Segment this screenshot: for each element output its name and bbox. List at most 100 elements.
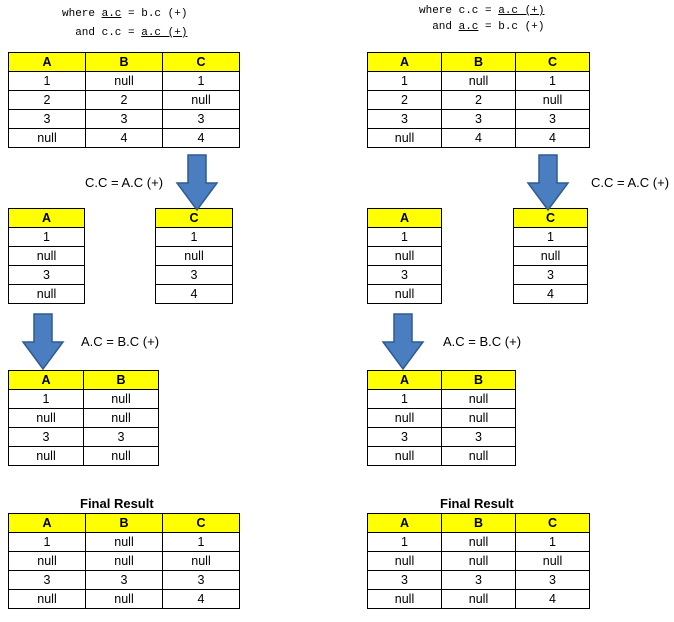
right-final-title: Final Result	[440, 496, 514, 511]
table-cell: null	[83, 408, 159, 428]
header-cell: A	[367, 370, 442, 390]
header-cell: A	[8, 52, 86, 72]
table-cell: null	[85, 532, 163, 552]
table-cell: null	[513, 246, 588, 266]
table-cell: 3	[83, 427, 159, 447]
table-row: 3	[367, 265, 442, 285]
table-header-row: A	[367, 208, 442, 228]
right-down-arrow-1	[526, 154, 570, 212]
table-cell: 1	[367, 227, 442, 247]
table-row: 1	[155, 227, 233, 247]
header-cell: A	[8, 208, 85, 228]
table-cell: 1	[513, 227, 588, 247]
table-cell: 1	[367, 389, 442, 409]
table-cell: null	[441, 446, 516, 466]
header-cell: B	[441, 52, 516, 72]
table-cell: 1	[8, 71, 86, 91]
header-cell: A	[8, 370, 84, 390]
table-row: null	[8, 284, 85, 304]
table-cell: 4	[515, 589, 590, 609]
table-cell: null	[8, 128, 86, 148]
header-cell: C	[162, 513, 240, 533]
table-cell: null	[8, 589, 86, 609]
table-cell: 1	[8, 227, 85, 247]
table-row: 1	[367, 227, 442, 247]
table-cell: null	[8, 408, 84, 428]
table-cell: null	[85, 551, 163, 571]
table-row: null	[367, 284, 442, 304]
table-cell: null	[441, 71, 516, 91]
table-cell: 3	[8, 570, 86, 590]
table-cell: 3	[85, 570, 163, 590]
table-cell: 3	[8, 427, 84, 447]
table-cell: 3	[367, 109, 442, 129]
table-header-row: C	[513, 208, 588, 228]
left-step2-label: A.C = B.C (+)	[81, 334, 160, 349]
table-cell: 1	[367, 71, 442, 91]
table-cell: null	[8, 446, 84, 466]
header-cell: C	[162, 52, 240, 72]
table-cell: 4	[515, 128, 590, 148]
table-cell: 1	[8, 532, 86, 552]
table-cell: null	[83, 389, 159, 409]
table-cell: null	[367, 408, 442, 428]
header-cell: C	[515, 513, 590, 533]
left-down-arrow-1	[175, 154, 219, 212]
header-cell: B	[441, 513, 516, 533]
table-cell: null	[367, 446, 442, 466]
table-cell: 3	[85, 109, 163, 129]
header-cell: C	[155, 208, 233, 228]
table-cell: null	[8, 246, 85, 266]
table-cell: 4	[162, 589, 240, 609]
left-final-title: Final Result	[80, 496, 154, 511]
table-cell: null	[85, 71, 163, 91]
table-cell: 2	[8, 90, 86, 110]
header-cell: B	[441, 370, 516, 390]
table-cell: 4	[441, 128, 516, 148]
table-cell: null	[441, 551, 516, 571]
header-cell: A	[367, 208, 442, 228]
right-step1-label: C.C = A.C (+)	[591, 175, 670, 190]
header-cell: A	[367, 52, 442, 72]
header-cell: A	[8, 513, 86, 533]
table-cell: null	[515, 90, 590, 110]
header-cell: B	[85, 513, 163, 533]
table-cell: 3	[155, 265, 233, 285]
header-cell: B	[85, 52, 163, 72]
header-cell: C	[513, 208, 588, 228]
left-where-clause: where a.c = b.c (+)	[62, 8, 188, 20]
table-cell: null	[162, 551, 240, 571]
table-cell: null	[367, 551, 442, 571]
table-row: 3	[8, 265, 85, 285]
table-header-row: C	[155, 208, 233, 228]
table-row: 1	[513, 227, 588, 247]
header-cell: A	[367, 513, 442, 533]
table-cell: null	[367, 128, 442, 148]
table-cell: 4	[162, 128, 240, 148]
table-cell: 2	[85, 90, 163, 110]
table-cell: null	[441, 589, 516, 609]
right-and-clause: and a.c = b.c (+)	[419, 21, 545, 33]
table-cell: null	[367, 284, 442, 304]
table-row: null	[367, 246, 442, 266]
